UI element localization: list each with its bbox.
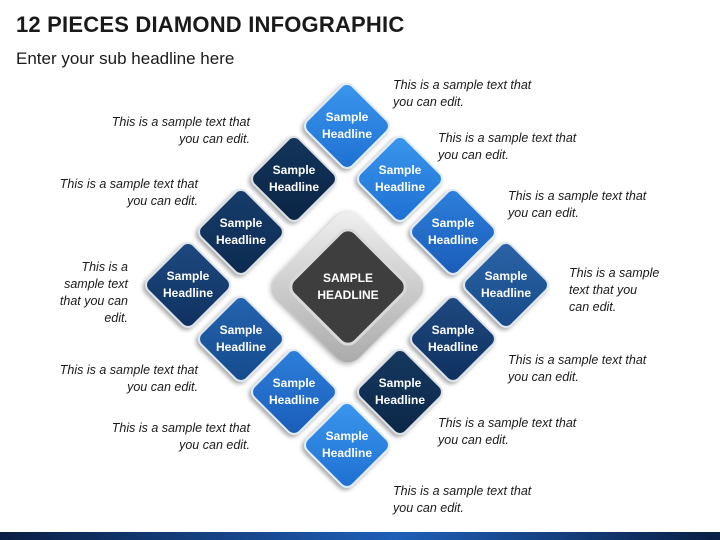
- page-subtitle: Enter your sub headline here: [16, 49, 235, 68]
- center-headline: SAMPLE HEADLINE: [317, 271, 379, 302]
- bottom-accent-bar: [0, 532, 720, 540]
- page-title: 12 PIECES DIAMOND INFOGRAPHIC: [16, 12, 405, 37]
